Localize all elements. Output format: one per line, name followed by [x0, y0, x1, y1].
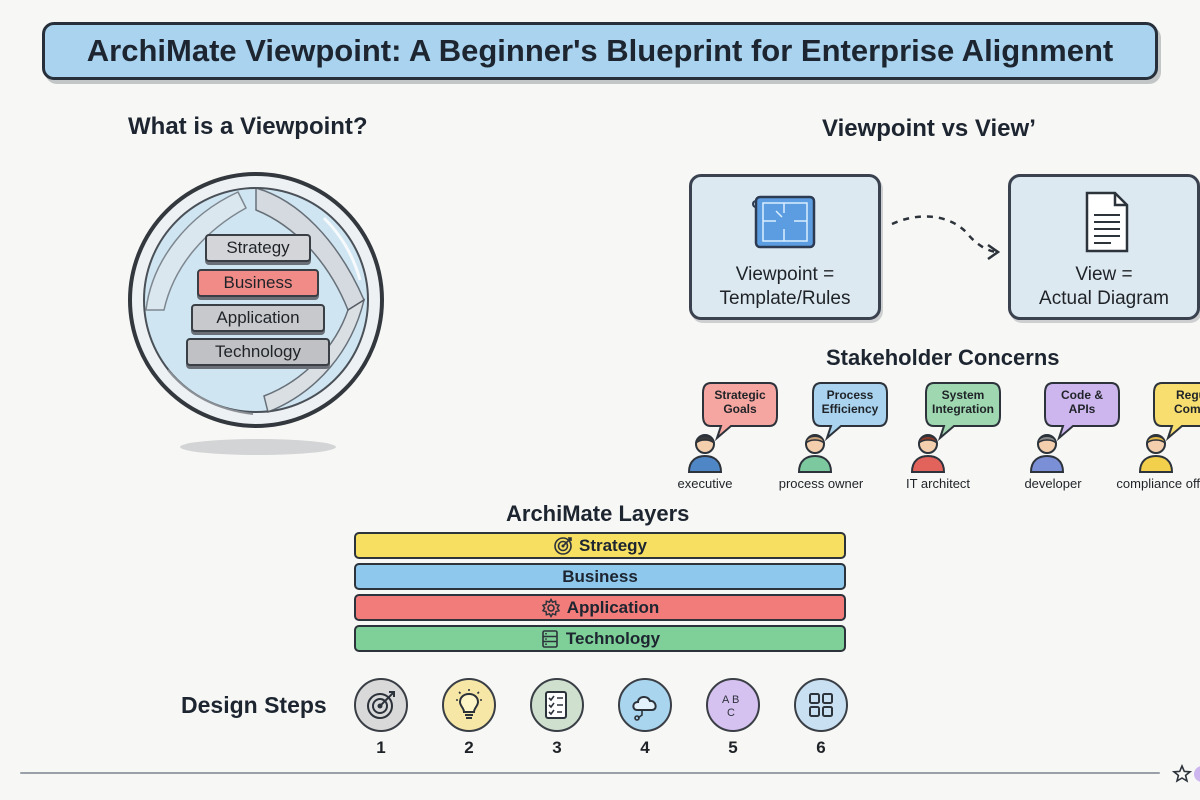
person-icon — [1029, 434, 1065, 473]
design-steps-heading: Design Steps — [181, 692, 327, 718]
concern-line1: Code & — [1061, 388, 1103, 402]
stack-label: Business — [223, 273, 293, 292]
blueprint-icon — [752, 195, 816, 249]
stakeholder-role: IT architect — [905, 476, 971, 491]
stack-block-strategy: Strategy — [205, 234, 311, 262]
view-card-line1: View = — [1075, 264, 1133, 285]
concern-bubble — [1153, 382, 1200, 442]
stack-label: Technology — [214, 342, 301, 361]
concern-line2: Comp — [1174, 402, 1200, 416]
concern-bubble — [702, 382, 778, 442]
layer-label: Technology — [565, 628, 661, 648]
step-number: 5 — [728, 738, 738, 757]
concern-bubble — [1044, 382, 1120, 442]
document-icon — [1085, 191, 1129, 253]
svg-text:B: B — [732, 694, 739, 706]
concern-line1: Strategic — [714, 388, 766, 402]
concern-line2: Goals — [723, 402, 757, 416]
concern-bubble — [925, 382, 1001, 442]
stack-block-technology: Technology — [186, 338, 330, 366]
layer-strategy: Strategy — [354, 532, 846, 559]
concern-line2: Efficiency — [821, 402, 879, 416]
person-icon — [797, 434, 833, 473]
layer-technology: Technology — [354, 625, 846, 652]
step-3-circle[interactable] — [530, 678, 584, 732]
concern-line1: System — [941, 388, 985, 402]
concern-text: ReguComp — [1154, 388, 1200, 416]
step-number: 4 — [640, 738, 650, 757]
viewpoint-card: Viewpoint = Template/Rules — [689, 174, 881, 320]
layers-heading: ArchiMate Layers — [506, 501, 690, 526]
step-6-circle[interactable] — [794, 678, 848, 732]
step-5-circle[interactable]: A B C — [706, 678, 760, 732]
server-icon — [542, 629, 558, 648]
lightbulb-icon — [456, 689, 482, 719]
concern-line1: Process — [826, 388, 874, 402]
stakeholder-role: process owner — [778, 476, 864, 491]
view-card: View = Actual Diagram — [1008, 174, 1200, 320]
vs-heading: Viewpoint vs View’ — [822, 115, 1036, 142]
concern-line2: Integration — [932, 402, 994, 416]
concern-bubble — [812, 382, 888, 442]
step-4-circle[interactable] — [618, 678, 672, 732]
svg-text:C: C — [727, 707, 735, 719]
layer-label: Application — [566, 597, 660, 617]
abc-icon: A B C — [722, 694, 739, 719]
step-1-circle[interactable] — [354, 678, 408, 732]
bottom-divider — [20, 772, 1160, 774]
step-number: 1 — [376, 738, 386, 757]
viewpoint-card-line2: Template/Rules — [719, 288, 851, 309]
view-card-line2: Actual Diagram — [1039, 288, 1169, 309]
target-icon — [554, 536, 572, 555]
grid-icon — [809, 693, 833, 717]
layer-label: Strategy — [578, 535, 648, 555]
dashed-arrow-icon — [891, 215, 1001, 261]
stakeholder-role: compliance off — [1116, 476, 1200, 491]
viewpoint-card-line1: Viewpoint = — [735, 264, 835, 285]
step-number: 6 — [816, 738, 826, 757]
step-2-circle[interactable] — [442, 678, 496, 732]
star-icon[interactable] — [1172, 764, 1192, 784]
step-number: 3 — [552, 738, 562, 757]
checklist-icon — [545, 691, 567, 719]
target-icon — [367, 691, 395, 719]
layer-application: Application — [354, 594, 846, 621]
what-is-heading: What is a Viewpoint? — [128, 113, 368, 140]
stack-block-application: Application — [191, 304, 325, 332]
layer-business: Business — [354, 563, 846, 590]
layer-label: Business — [562, 566, 638, 586]
person-icon — [910, 434, 946, 473]
stack-block-business: Business — [197, 269, 319, 297]
gear-icon — [541, 597, 560, 618]
concern-line2: APIs — [1068, 402, 1096, 416]
stakeholder-role: executive — [677, 476, 733, 491]
stakeholder-role: developer — [1024, 476, 1082, 491]
person-icon — [687, 434, 723, 473]
cloud-icon — [632, 696, 657, 721]
title-banner: ArchiMate Viewpoint: A Beginner's Bluepr… — [42, 22, 1158, 80]
stakeholder-heading: Stakeholder Concerns — [826, 345, 1060, 370]
stack-label: Strategy — [226, 238, 290, 257]
page-title: ArchiMate Viewpoint: A Beginner's Bluepr… — [86, 33, 1114, 68]
concern-line1: Regu — [1176, 388, 1200, 402]
svg-text:A: A — [722, 694, 730, 706]
concern-text: Code &APIs — [1045, 388, 1119, 416]
person-icon — [1138, 434, 1174, 473]
stack-label: Application — [216, 308, 300, 327]
avatar[interactable] — [1194, 766, 1200, 782]
step-number: 2 — [464, 738, 474, 757]
